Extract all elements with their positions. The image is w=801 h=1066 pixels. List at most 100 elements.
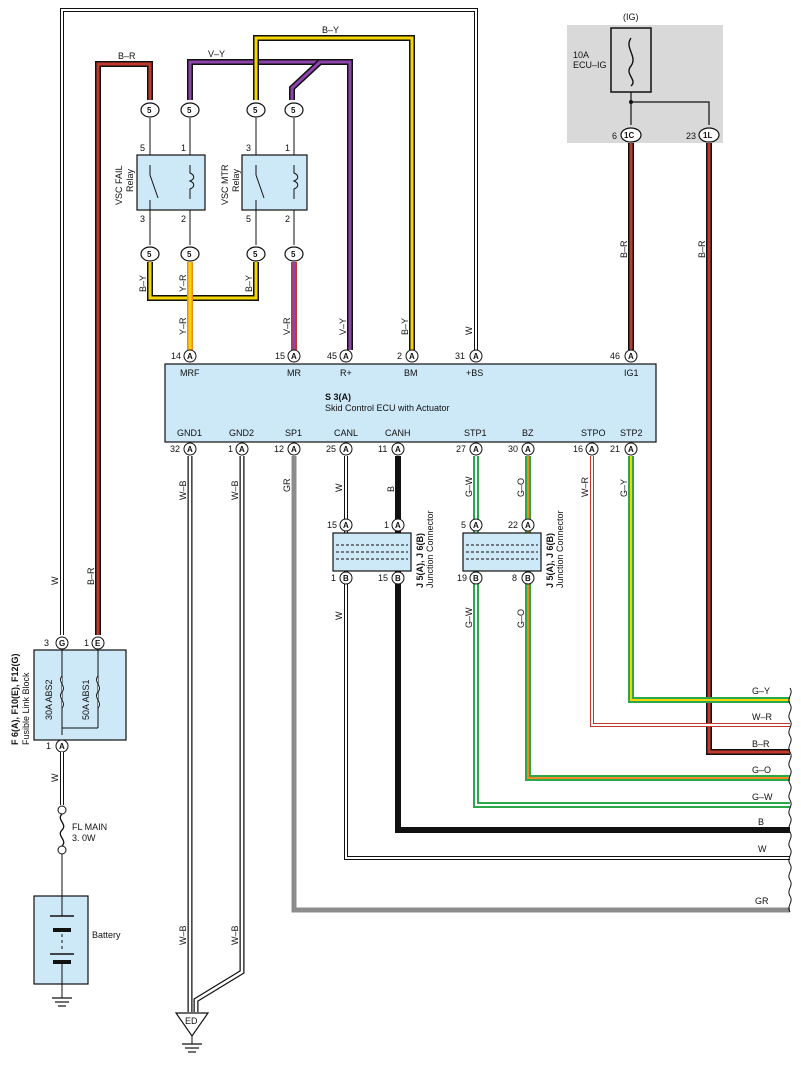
jc2-conn-bl: B <box>473 574 479 583</box>
ecu-conn-gnd2: A <box>239 445 245 454</box>
ecu-pin-num-bm: 2 <box>397 351 402 361</box>
wire-label-mid-bz: G–O <box>516 609 526 628</box>
ecu-pin-name-gnd2: GND2 <box>229 428 254 438</box>
ecu-conn-sp1: A <box>291 445 297 454</box>
vsc-fail-relay-sub: Relay <box>125 168 135 192</box>
ecu-ig-fuse-name: ECU–IG <box>573 60 607 70</box>
ecu-conn-stp1: A <box>473 445 479 454</box>
ig-supply-box <box>567 25 723 143</box>
wire-label-mid-canl: W <box>334 611 344 620</box>
jc1-ref: J 5(A), J 6(B) <box>415 533 425 588</box>
ecu-conn-bm: A <box>409 352 415 361</box>
ecu-pin-num-canh: 11 <box>378 444 387 454</box>
vsc-mtr-relay-sub: Relay <box>231 168 241 192</box>
ig-conn-1c <box>620 127 642 143</box>
ecu-name: Skid Control ECU with Actuator <box>325 403 450 413</box>
ecu-bottom-pins: GND1 32 A GND2 1 A SP1 12 A CANL 25 A CA… <box>170 428 643 456</box>
wire-label-stpo: W–R <box>580 477 590 498</box>
ecu-conn-stpo: A <box>589 445 595 454</box>
battery-label: Battery <box>92 930 121 940</box>
mtr-relay-t3: 3 <box>246 143 251 153</box>
ecu-pin-name-ig1: IG1 <box>624 368 639 378</box>
fail-relay-t2: 2 <box>181 214 186 224</box>
wire-label-bz: G–O <box>516 478 526 497</box>
fusible-pin-a: 1 <box>46 741 51 751</box>
wire-label-gnd2-lower: W–B <box>230 925 240 945</box>
jc1-pin-bl: 1 <box>331 573 336 583</box>
right-label-gr: GR <box>755 896 769 906</box>
fuse-abs1: 50A ABS1 <box>81 679 91 720</box>
fusible-conn-a: A <box>59 742 65 751</box>
ecu-pin-name-mrf: MRF <box>180 368 200 378</box>
jc2-name: Junction Connector <box>555 510 565 588</box>
ecu-pin-name-mr: MR <box>287 368 301 378</box>
fail-relay-t1: 1 <box>181 143 186 153</box>
right-label-wr: W–R <box>752 712 773 722</box>
jc1-pin-tl: 15 <box>327 520 337 530</box>
wire-label-top-br: B–R <box>118 51 136 61</box>
right-label-w: W <box>758 844 767 854</box>
fl-main-name: FL MAIN <box>72 822 107 832</box>
fuse-abs2: 30A ABS2 <box>44 679 54 720</box>
ecu-conn-gnd1: A <box>187 445 193 454</box>
jc2-pin-bl: 19 <box>457 573 467 583</box>
fail-relay-conn-top-1: 5 <box>187 106 192 115</box>
junction-connector-1: 15 A 1 A 1 B 15 B J 5(A), J 6(B) Junctio… <box>327 510 435 588</box>
jc2-pin-br: 8 <box>512 573 517 583</box>
ecu-pin-num-mrf: 14 <box>171 351 181 361</box>
fl-main-fuse-icon <box>59 813 65 847</box>
ig-header: (IG) <box>623 12 639 22</box>
fusible-ref: F 6(A), F10(E), F12(G) <box>10 653 20 745</box>
wire-label-mid-stp1: G–W <box>464 607 474 628</box>
ecu-top-pins: 14 A MRF 15 A MR 45 A R+ 2 A BM 31 A +BS… <box>171 349 639 378</box>
ecu-pin-name-sp1: SP1 <box>285 428 302 438</box>
fusible-conn-e: E <box>95 639 101 648</box>
ecu-ig-fuse-amp: 10A <box>573 50 589 60</box>
wire-label-rplus: V–Y <box>338 318 348 335</box>
fusible-pin-g: 3 <box>44 638 49 648</box>
wire-br-1l <box>706 143 790 755</box>
ecu-pin-name-rplus: R+ <box>340 368 352 378</box>
wire-label-gnd1: W–B <box>178 480 188 500</box>
jc2-pin-tl: 5 <box>461 520 466 530</box>
jc1-name: Junction Connector <box>425 510 435 588</box>
jc1-conn-bl: B <box>343 574 349 583</box>
fusible-wire-w-label: W <box>50 576 60 585</box>
ecu-pin-name-stp1: STP1 <box>464 428 487 438</box>
fl-main-rating: 3. 0W <box>72 833 96 843</box>
wire-label-top-vy: V–Y <box>208 49 225 59</box>
vsc-fail-relay-title: VSC FAIL <box>114 165 124 205</box>
fusible-pin-e: 1 <box>84 638 89 648</box>
ig-conn-1l <box>698 127 720 143</box>
mtr-relay-t5: 5 <box>246 214 251 224</box>
wire-label-bs: W <box>464 326 474 335</box>
wire-label-stp1: G–W <box>464 476 474 497</box>
ecu-conn-stp2: A <box>628 445 634 454</box>
ecu-pin-num-bz: 30 <box>508 444 518 454</box>
skid-control-ecu <box>164 363 657 443</box>
wire-label-mr: V–R <box>282 317 292 335</box>
mtr-relay-conn-bottom-2: 5 <box>291 250 296 259</box>
vsc-mtr-relay-title: VSC MTR <box>220 164 230 205</box>
ecu-pin-name-bm: BM <box>404 368 418 378</box>
ecu-pin-num-sp1: 12 <box>274 444 284 454</box>
ecu-pin-name-canl: CANL <box>334 428 358 438</box>
ecu-conn-mr: A <box>291 352 297 361</box>
wire-w-canl <box>344 456 790 860</box>
jc2-conn-tl: A <box>473 521 479 530</box>
right-label-go: G–O <box>752 765 771 775</box>
ecu-conn-canl: A <box>343 445 349 454</box>
ecu-pin-name-canh: CANH <box>385 428 411 438</box>
ecu-conn-rplus: A <box>343 352 349 361</box>
junction-connector-2: 5 A 22 A 19 B 8 B J 5(A), J 6(B) Junctio… <box>457 510 565 588</box>
right-label-gw: G–W <box>752 792 773 802</box>
ground-ed-symbol <box>174 1012 210 1038</box>
vsc-fail-relay <box>136 154 206 211</box>
ecu-pin-num-stp1: 27 <box>456 444 466 454</box>
jc1-conn-br: B <box>395 574 401 583</box>
mtr-relay-conn-bottom-5: 5 <box>253 250 258 259</box>
mtr-relay-conn-top-1: 5 <box>291 106 296 115</box>
fail-relay-t5: 5 <box>140 143 145 153</box>
ig-conn-1l-label: 1L <box>703 131 712 140</box>
ecu-pin-num-gnd2: 1 <box>228 444 233 454</box>
